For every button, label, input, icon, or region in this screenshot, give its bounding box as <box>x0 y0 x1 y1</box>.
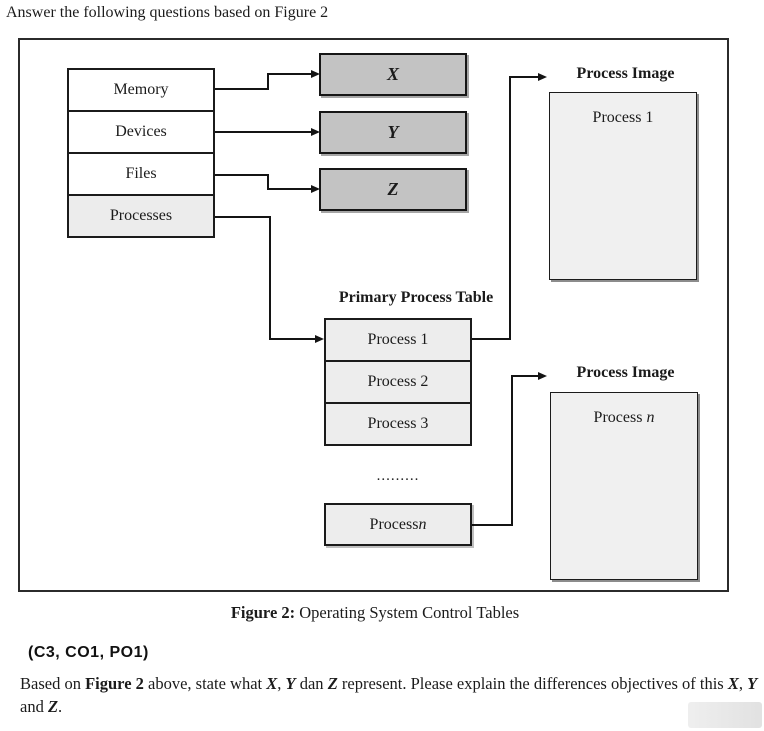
process-n-prefix: Process <box>369 515 419 533</box>
ellipsis: ......... <box>376 468 420 484</box>
resource-row-devices: Devices <box>67 110 215 154</box>
table-row-process-3: Process 3 <box>324 402 472 446</box>
resource-row-memory: Memory <box>67 68 215 112</box>
resource-row-processes: Processes <box>67 194 215 238</box>
arrow-memory-to-x <box>215 70 320 90</box>
process-image-box-bottom: Process n <box>550 392 698 580</box>
process-image-label-bottom: Process n <box>593 409 655 426</box>
arrow-processn-to-image <box>472 372 547 526</box>
process-image-title-bottom: Process Image <box>576 364 675 381</box>
resource-table: Memory Devices Files Processes <box>67 68 215 238</box>
table-row-process-1: Process 1 <box>324 318 472 362</box>
arrow-processes-to-table <box>215 216 324 343</box>
arrow-files-to-z <box>215 174 320 193</box>
process-n-var: n <box>418 515 427 533</box>
table-row-process-n: Process n <box>324 503 472 546</box>
figure-caption-text: Operating System Control Tables <box>295 603 520 622</box>
primary-process-table: Process 1 Process 2 Process 3 <box>324 318 472 446</box>
control-table-z: Z <box>319 168 467 211</box>
question-text: Based on Figure 2 above, state what X, Y… <box>20 674 758 717</box>
resource-row-files: Files <box>67 152 215 196</box>
process-image-box-top: Process 1 <box>549 92 697 280</box>
course-outcome-codes: (C3, CO1, PO1) <box>28 644 149 661</box>
control-table-x: X <box>319 53 467 96</box>
process-image-title-top: Process Image <box>576 65 675 82</box>
figure-caption-number: Figure 2: <box>230 603 296 622</box>
process-image-label-top: Process 1 <box>592 109 654 126</box>
control-table-y: Y <box>319 111 467 154</box>
table-row-process-2: Process 2 <box>324 360 472 404</box>
figure-caption: Figure 2: Operating System Control Table… <box>0 603 750 623</box>
primary-process-table-title: Primary Process Table <box>338 289 494 306</box>
intro-text: Answer the following questions based on … <box>6 4 329 21</box>
figure-2-diagram: Memory Devices Files Processes X Y Z Pri… <box>18 38 729 592</box>
